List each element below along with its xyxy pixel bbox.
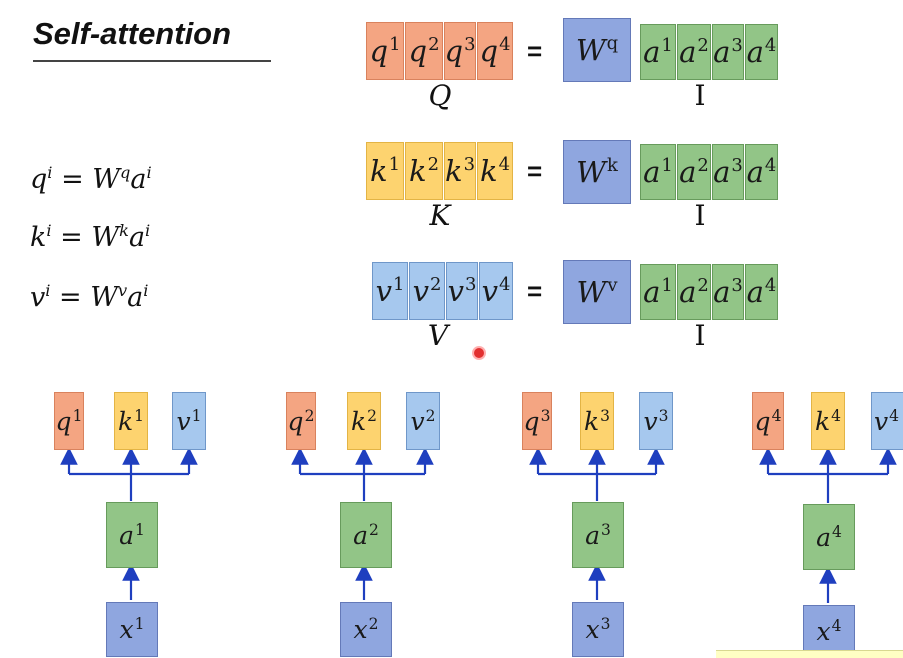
formula-query: qi = Wqai xyxy=(30,163,152,195)
q-matrix-label: Q xyxy=(428,79,452,112)
laser-pointer-dot xyxy=(472,346,486,360)
col2-tree-arrows xyxy=(291,447,434,501)
input-matrix-label: I xyxy=(694,319,706,352)
sticky-note xyxy=(716,650,903,658)
formula-value: vi = Wvai xyxy=(30,281,149,313)
col4-tree-arrows xyxy=(759,447,897,503)
equals-sign: = xyxy=(527,276,543,306)
slide-title: Self-attention xyxy=(33,16,232,51)
title-underline xyxy=(33,60,271,62)
input-matrix-label: I xyxy=(694,199,706,232)
col3-tree-arrows xyxy=(529,447,665,501)
k-matrix-label: K xyxy=(429,199,451,232)
formula-key: ki = Wkai xyxy=(30,221,151,253)
input-matrix-label: I xyxy=(694,79,706,112)
col1-tree-arrows xyxy=(60,447,198,501)
v-matrix-label: V xyxy=(427,319,449,352)
equals-sign: = xyxy=(527,36,543,66)
equals-sign: = xyxy=(527,156,543,186)
